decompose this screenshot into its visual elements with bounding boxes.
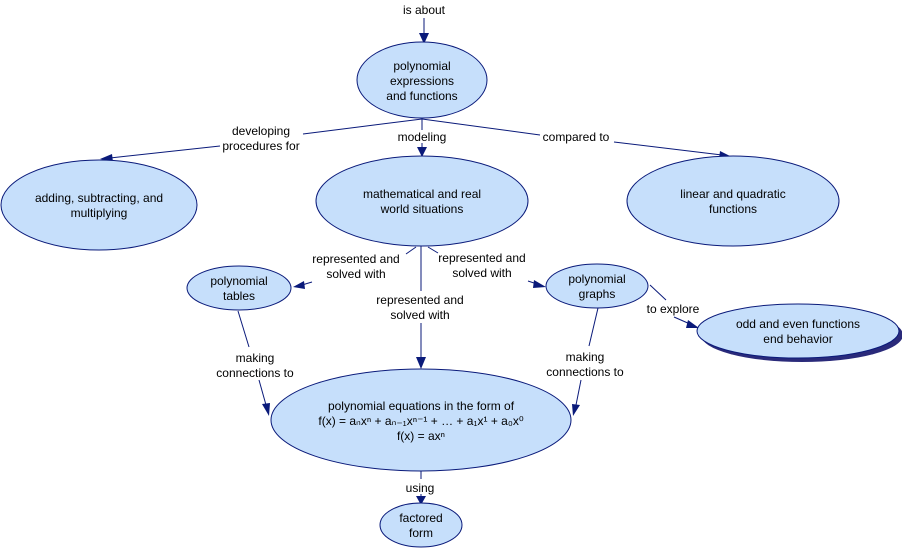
link-label-developing: developing xyxy=(232,124,290,138)
edge-graphs-to-making xyxy=(588,307,599,347)
node-odd-even-functions[interactable]: odd and even functions end behavior xyxy=(696,303,902,362)
node-label: polynomial xyxy=(393,59,450,73)
node-label: adding, subtracting, and xyxy=(35,191,163,205)
node-polynomial-equations[interactable]: polynomial equations in the form of f(x)… xyxy=(270,368,572,472)
edge-making-right-to-eq xyxy=(575,379,582,406)
node-formula: f(x) = axⁿ xyxy=(397,429,445,443)
node-label: form xyxy=(409,526,433,540)
link-label-using: using xyxy=(406,481,435,495)
arrow-graphs xyxy=(533,280,546,288)
link-label-making-left: making xyxy=(236,351,275,365)
node-label: functions xyxy=(709,202,757,216)
node-label: multiplying xyxy=(71,206,128,220)
link-label-rep-center: solved with xyxy=(390,308,449,322)
node-linear-quadratic[interactable]: linear and quadratic functions xyxy=(626,155,840,247)
link-label-making-left: connections to xyxy=(216,366,294,380)
node-formula: f(x) = aₙxⁿ + aₙ₋₁xⁿ⁻¹ + … + a₁x¹ + a₀x⁰ xyxy=(318,414,523,428)
node-label: factored xyxy=(399,511,442,525)
arrow-oddeven xyxy=(686,320,699,328)
link-label-is-about: is about xyxy=(403,3,446,17)
node-label: polynomial equations in the form of xyxy=(328,399,515,413)
node-polynomial-expressions[interactable]: polynomial expressions and functions xyxy=(356,41,488,119)
arrow-factored xyxy=(416,496,426,505)
link-labels: is about developing procedures for model… xyxy=(216,3,699,495)
link-label-rep-left: represented and xyxy=(312,252,399,266)
edge-math-to-rep-left xyxy=(405,246,417,255)
arrow-math xyxy=(417,147,427,157)
node-label: linear and quadratic xyxy=(680,187,785,201)
node-label: end behavior xyxy=(763,332,832,346)
edge-tables-to-making xyxy=(237,310,250,348)
link-label-rep-left: solved with xyxy=(326,267,385,281)
node-label: and functions xyxy=(386,89,457,103)
edge-making-left-to-eq xyxy=(258,379,267,406)
link-label-to-explore: to explore xyxy=(647,302,700,316)
node-factored-form[interactable]: factored form xyxy=(379,502,463,548)
link-label-modeling: modeling xyxy=(398,130,447,144)
link-label-compared: compared to xyxy=(543,130,610,144)
link-label-developing: procedures for xyxy=(222,139,299,153)
node-adding-subtracting[interactable]: adding, subtracting, and multiplying xyxy=(0,159,198,251)
node-polynomial-graphs[interactable]: polynomial graphs xyxy=(545,263,649,309)
edge-poly-to-developing xyxy=(302,118,423,135)
node-label: mathematical and real xyxy=(363,187,481,201)
link-label-rep-right: represented and xyxy=(438,251,525,265)
link-label-rep-right: solved with xyxy=(452,266,511,280)
arrow-eq-center xyxy=(416,357,426,369)
edge-graphs-to-explore xyxy=(649,284,667,301)
arrow-eq-right xyxy=(572,404,580,416)
node-mathematical-real-world[interactable]: mathematical and real world situations xyxy=(315,155,529,247)
node-label: tables xyxy=(223,289,255,303)
edge-developing-to-add xyxy=(109,145,221,159)
node-label: polynomial xyxy=(568,272,625,286)
link-label-making-right: connections to xyxy=(546,365,624,379)
link-label-rep-center: represented and xyxy=(376,293,463,307)
arrow-is-about xyxy=(419,33,429,44)
edge-math-to-rep-right xyxy=(427,246,439,254)
node-label: polynomial xyxy=(210,274,267,288)
node-label: graphs xyxy=(579,287,616,301)
node-label: odd and even functions xyxy=(736,317,860,331)
node-polynomial-tables[interactable]: polynomial tables xyxy=(186,265,292,311)
arrow-eq-left xyxy=(262,403,270,416)
edge-poly-to-compared xyxy=(421,118,541,136)
link-label-making-right: making xyxy=(566,350,605,364)
node-label: expressions xyxy=(390,74,454,88)
node-label: world situations xyxy=(380,202,464,216)
arrow-tables xyxy=(293,281,305,289)
edge-compared-to-linear xyxy=(613,141,723,156)
